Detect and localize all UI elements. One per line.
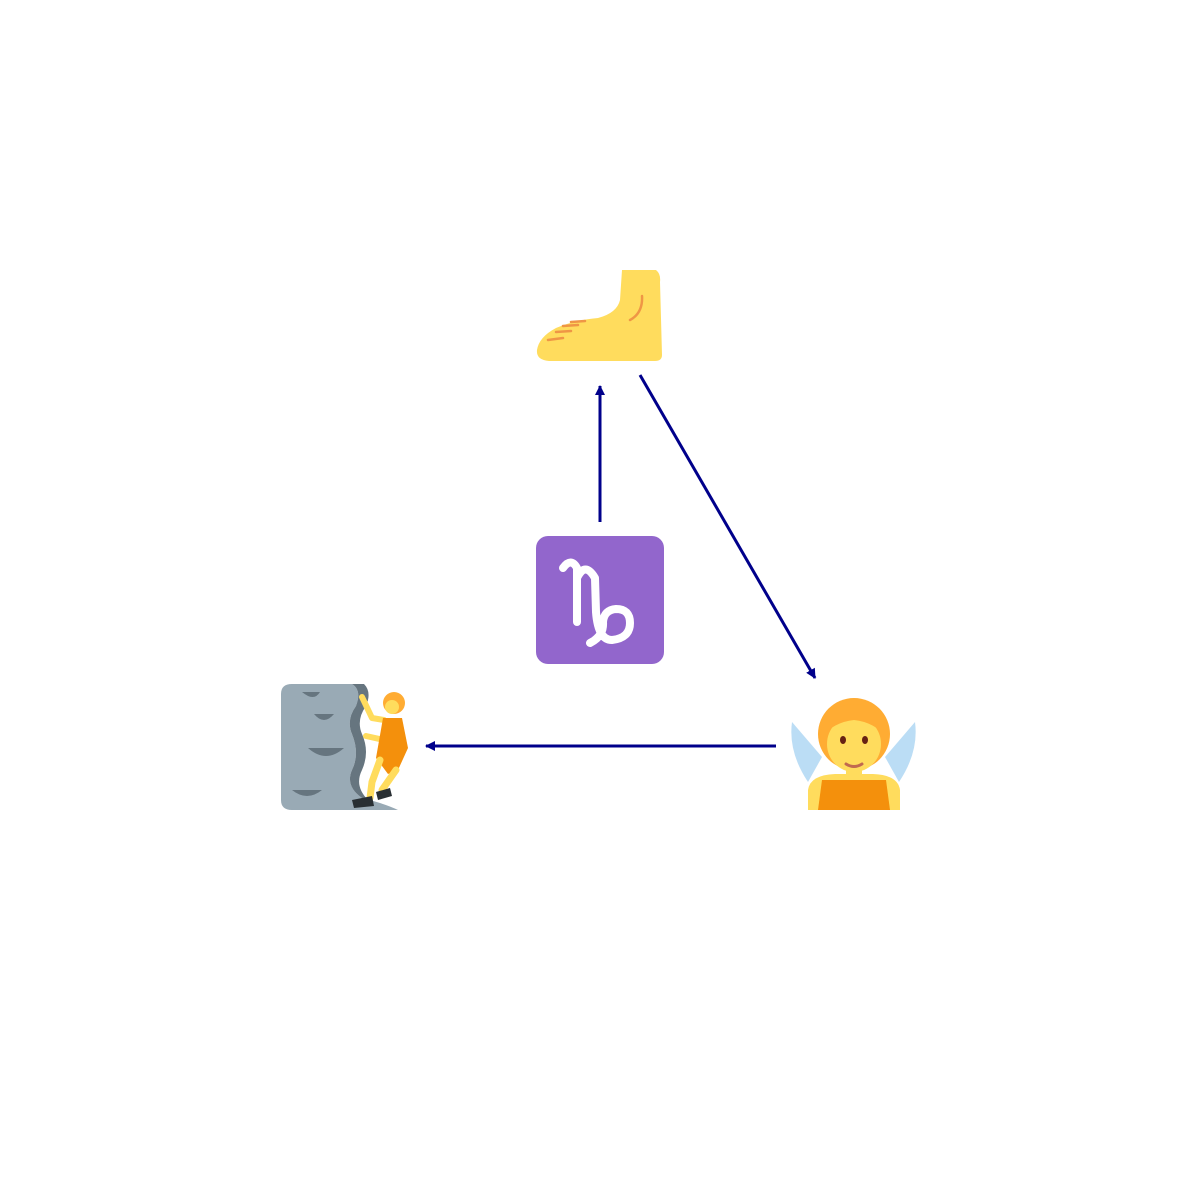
person-climbing-icon [281,684,408,810]
fairy-icon [791,698,916,810]
foot-icon [536,270,662,361]
edge-foot-to-fairy [638,374,817,679]
edges [425,374,817,751]
capricorn-icon [536,536,664,664]
